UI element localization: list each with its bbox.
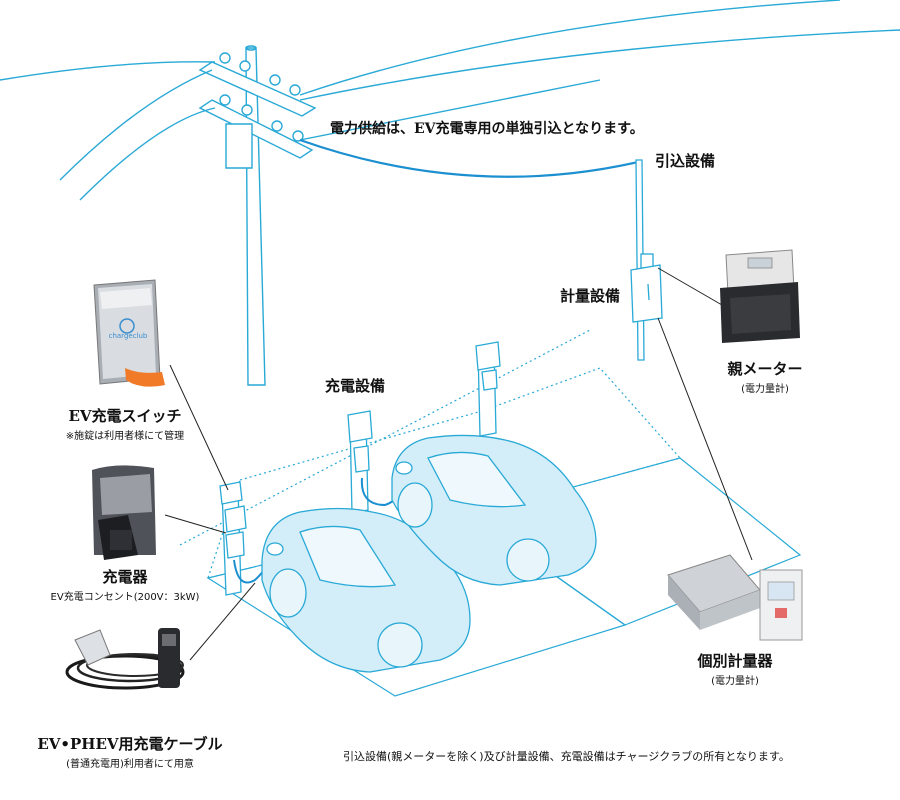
- switch-brand-text: chargeclub: [109, 332, 148, 340]
- charger-label: 充電器: [102, 568, 148, 586]
- charging-post-front: [219, 481, 276, 596]
- utility-pole-icon: [0, 0, 900, 386]
- ev-car-icon-2: [391, 434, 597, 586]
- ev-switch-label: EV充電スイッチ: [68, 407, 182, 425]
- ev-car-icon: [261, 507, 471, 673]
- header-note: 電力供給は、EV充電専用の単独引込となります。: [330, 121, 644, 137]
- charger-sublabel: EV充電コンセント(200V：3kW): [50, 592, 200, 603]
- charging-post-middle: [347, 410, 411, 514]
- cable-sublabel: (普通充電用)利用者にて用意: [66, 759, 194, 770]
- service-drop-wire: [299, 138, 639, 178]
- charging-cable-icon: [65, 628, 185, 690]
- service-pole-icon: [630, 159, 663, 361]
- charger-unit-icon: [92, 465, 156, 560]
- electric-meter-icon: [720, 249, 800, 343]
- individual-meter-sublabel: (電力量計): [711, 676, 759, 687]
- dotted-boundary: [179, 329, 591, 546]
- pointer-lines: [164, 267, 753, 661]
- parent-meter-sublabel: (電力量計): [741, 384, 789, 395]
- charging-equipment-label: 充電設備: [325, 377, 386, 395]
- ev-switch-box-icon: chargeclub: [93, 279, 165, 387]
- parent-meter-label: 親メーター: [727, 360, 803, 378]
- footer-note: 引込設備(親メーターを除く)及び計量設備、充電設備はチャージクラブの所有となりま…: [343, 750, 790, 763]
- ev-switch-sublabel: ※施錠は利用者様にて管理: [65, 431, 185, 442]
- individual-meter-label: 個別計量器: [697, 652, 773, 670]
- metering-label: 計量設備: [560, 287, 621, 305]
- cable-label: EV•PHEV用充電ケーブル: [37, 735, 223, 753]
- individual-meter-icon: [667, 554, 803, 641]
- service-drop-label: 引込設備: [655, 152, 716, 170]
- charging-post-back: [475, 341, 501, 437]
